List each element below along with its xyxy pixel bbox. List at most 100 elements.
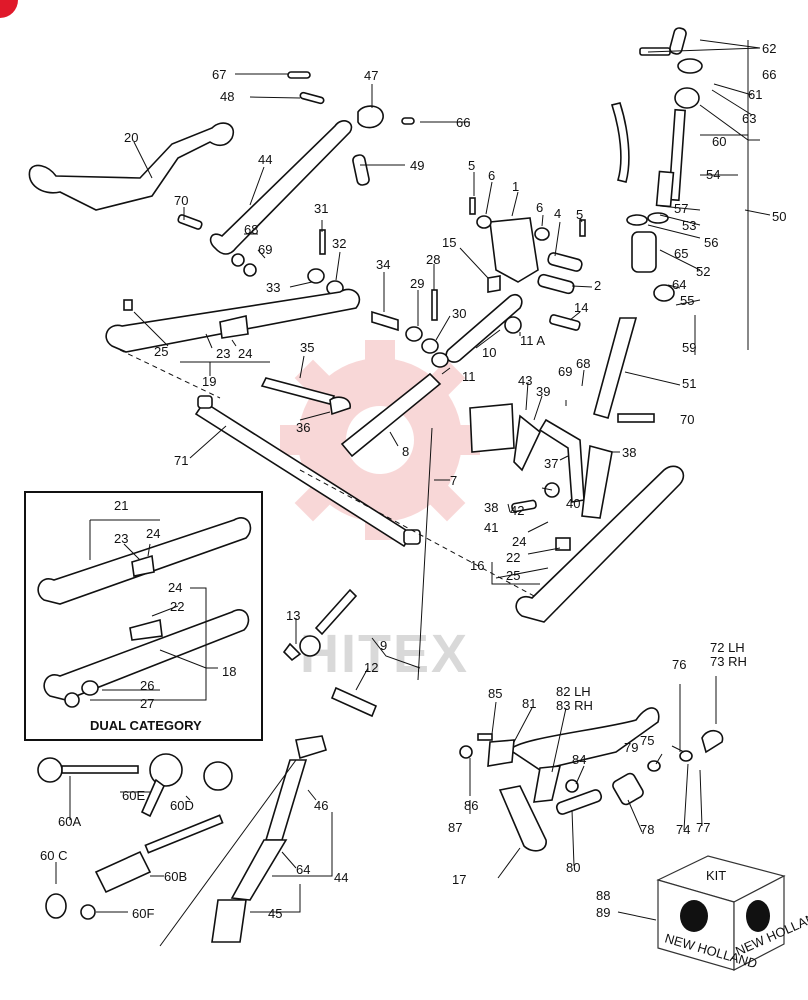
callout-c40: 40 bbox=[566, 496, 580, 511]
callout-c48: 48 bbox=[220, 89, 234, 104]
callout-c39: 39 bbox=[536, 384, 550, 399]
kit-label: KIT bbox=[706, 868, 726, 883]
callout-c61: 61 bbox=[748, 87, 762, 102]
callout-c12: 12 bbox=[364, 660, 378, 675]
callout-c85: 85 bbox=[488, 686, 502, 701]
callout-c16: 16 bbox=[470, 558, 484, 573]
inset-arms bbox=[37, 517, 252, 708]
callout-c60b: 60B bbox=[164, 869, 187, 884]
callout-c68a: 68 bbox=[244, 222, 258, 237]
right-lower-arm bbox=[469, 403, 685, 623]
callout-c76: 76 bbox=[672, 657, 686, 672]
callout-c62: 62 bbox=[762, 41, 776, 56]
callout-c43: 43 bbox=[518, 373, 532, 388]
callout-c80: 80 bbox=[566, 860, 580, 875]
callout-c54: 54 bbox=[706, 167, 720, 182]
callout-c69b: 69 bbox=[558, 364, 572, 379]
center-rods bbox=[340, 289, 449, 458]
callout-c5a: 5 bbox=[468, 158, 475, 173]
callout-c73: 73 RH bbox=[710, 654, 747, 669]
callout-c6a: 6 bbox=[488, 168, 495, 183]
callout-c65: 65 bbox=[674, 246, 688, 261]
callout-c83: 83 RH bbox=[556, 698, 593, 713]
callout-c28: 28 bbox=[426, 252, 440, 267]
callout-c77: 77 bbox=[696, 820, 710, 835]
callout-c86: 86 bbox=[464, 798, 478, 813]
top-left-links bbox=[28, 71, 415, 296]
stabilizer-assembly bbox=[459, 707, 724, 852]
callout-c53: 53 bbox=[682, 218, 696, 233]
callout-c60e: 60E bbox=[122, 788, 145, 803]
callout-c63: 63 bbox=[742, 111, 756, 126]
callout-c55: 55 bbox=[680, 293, 694, 308]
callout-c64a: 64 bbox=[672, 277, 686, 292]
callout-c75: 75 bbox=[640, 733, 654, 748]
callout-c60a: 60A bbox=[58, 814, 81, 829]
callout-c24a: 24 bbox=[238, 346, 252, 361]
callout-c81: 81 bbox=[522, 696, 536, 711]
brand-leaf-icon-left bbox=[680, 900, 708, 932]
callout-c38a: 38 bbox=[622, 445, 636, 460]
kit-box: KIT NEW HOLLAND NEW HOLLAND bbox=[656, 855, 808, 971]
callout-c23a: 23 bbox=[216, 346, 230, 361]
callout-c24c: 24 bbox=[146, 526, 160, 541]
callout-c44a: 44 bbox=[258, 152, 272, 167]
callout-c8: 8 bbox=[402, 444, 409, 459]
callout-c87: 87 bbox=[448, 820, 462, 835]
callout-c46: 46 bbox=[314, 798, 328, 813]
callout-c25b: 25 bbox=[506, 568, 520, 583]
callout-c14: 14 bbox=[574, 300, 588, 315]
callout-c6b: 6 bbox=[536, 200, 543, 215]
callout-c59: 59 bbox=[682, 340, 696, 355]
callout-c4: 4 bbox=[554, 206, 561, 221]
callout-c13: 13 bbox=[286, 608, 300, 623]
callout-c89: 89 bbox=[596, 905, 610, 920]
callout-c15: 15 bbox=[442, 235, 456, 250]
callout-c20: 20 bbox=[124, 130, 138, 145]
corner-badge bbox=[0, 0, 18, 18]
callout-c52: 52 bbox=[696, 264, 710, 279]
callout-c37: 37 bbox=[544, 456, 558, 471]
callout-c27: 27 bbox=[140, 696, 154, 711]
callout-c72: 72 LH bbox=[710, 640, 745, 655]
callout-c44b: 44 bbox=[334, 870, 348, 885]
callout-c9: 9 bbox=[380, 638, 387, 653]
callout-c31: 31 bbox=[314, 201, 328, 216]
callout-c69a: 69 bbox=[258, 242, 272, 257]
callout-c50: 50 bbox=[772, 209, 786, 224]
callout-c71: 71 bbox=[174, 453, 188, 468]
callout-c66b: 66 bbox=[456, 115, 470, 130]
callout-c2: 2 bbox=[594, 278, 601, 293]
callout-c82: 82 LH bbox=[556, 684, 591, 699]
callout-c56: 56 bbox=[704, 235, 718, 250]
left-lower-arm bbox=[105, 288, 361, 353]
callout-c70b: 70 bbox=[680, 412, 694, 427]
callout-c70a: 70 bbox=[174, 193, 188, 208]
callout-c78: 78 bbox=[640, 822, 654, 837]
callout-c29: 29 bbox=[410, 276, 424, 291]
callout-c64b: 64 bbox=[296, 862, 310, 877]
callout-c42: 42 bbox=[510, 503, 524, 518]
dual-category-inset bbox=[24, 491, 263, 741]
callout-c41: 41 bbox=[484, 520, 498, 535]
cross-shaft bbox=[194, 395, 421, 548]
callout-c68b: 68 bbox=[576, 356, 590, 371]
brand-leaf-icon-right bbox=[746, 900, 770, 932]
callout-c22a: 22 bbox=[506, 550, 520, 565]
callout-c21: 21 bbox=[114, 498, 128, 513]
callout-c45: 45 bbox=[268, 906, 282, 921]
callout-c26: 26 bbox=[140, 678, 154, 693]
callout-c23b: 23 bbox=[114, 531, 128, 546]
callout-c88: 88 bbox=[596, 888, 610, 903]
inset-caption: DUAL CATEGORY bbox=[90, 718, 202, 733]
callout-c18: 18 bbox=[222, 664, 236, 679]
ball-parts bbox=[37, 753, 233, 920]
watermark-text: HITEX bbox=[300, 624, 469, 684]
callout-c11: 11 bbox=[462, 369, 476, 384]
callout-c7: 7 bbox=[450, 473, 457, 488]
callout-c11a: 11 A bbox=[520, 333, 545, 348]
callout-c30: 30 bbox=[452, 306, 466, 321]
adjustable-link bbox=[211, 735, 327, 943]
